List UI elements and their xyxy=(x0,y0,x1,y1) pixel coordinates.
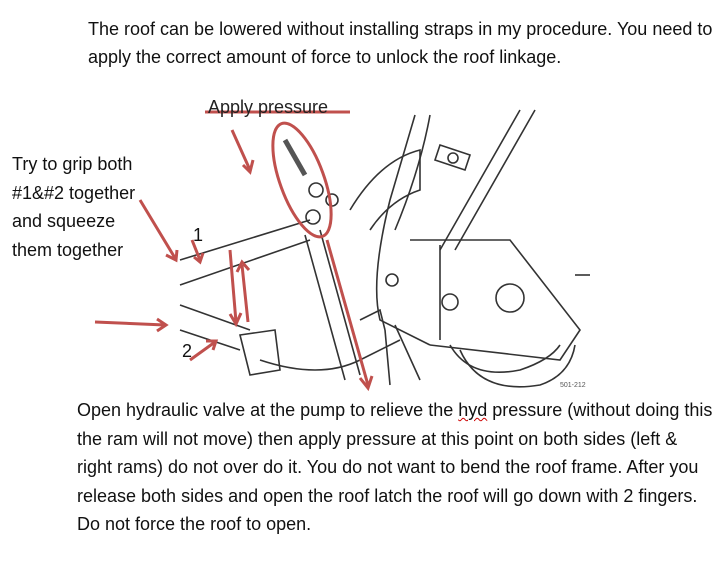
apply-pressure-label: Apply pressure xyxy=(208,97,329,117)
arrow-2 xyxy=(189,339,219,362)
procedure-text-part1: Open hydraulic valve at the pump to reli… xyxy=(77,400,459,420)
linkage-drawing xyxy=(179,109,590,388)
squeeze-arrow-up xyxy=(235,259,251,323)
label-2: 2 xyxy=(182,341,193,361)
procedure-text-part2: pressure (without doing this the ram wil… xyxy=(77,400,713,534)
pressure-ellipse xyxy=(271,121,333,239)
grip-arrow xyxy=(138,199,179,263)
squeeze-arrow-down xyxy=(228,249,243,328)
red-annotations xyxy=(94,110,374,392)
intro-text: The roof can be lowered without installi… xyxy=(88,19,713,67)
hyd-word: hyd xyxy=(458,400,488,420)
figure-code: 501-212 xyxy=(560,382,586,389)
pointer-arrow xyxy=(230,129,255,175)
procedure-text: Open hydraulic valve at the pump to reli… xyxy=(77,396,717,539)
label-1: 1 xyxy=(193,225,204,245)
grip-instruction: Try to grip both #1&#2 together and sque… xyxy=(12,154,136,260)
ram-arrow xyxy=(325,239,374,392)
pressure-arrow xyxy=(282,138,308,177)
arrow-1 xyxy=(190,239,205,265)
squeeze-arrow xyxy=(94,317,169,333)
